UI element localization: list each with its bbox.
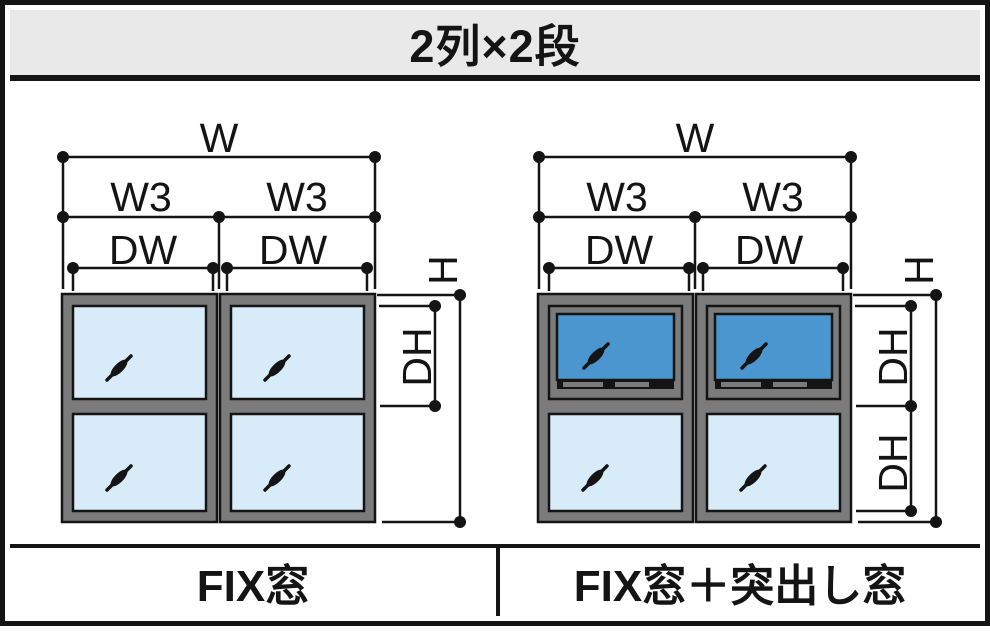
dim-label-dw-left: DW: [109, 227, 178, 273]
dimension-dh-lower: [854, 404, 919, 519]
fix-window-unit-left-2: [220, 294, 375, 522]
dim-label-dh-top: DH: [870, 327, 916, 386]
dim-label-w: W: [200, 115, 239, 161]
dim-label-dh-bottom: DH: [870, 433, 916, 492]
dim-label-w3-left: W3: [110, 174, 172, 220]
dimension-lines-right: [531, 149, 944, 530]
dim-label-h: H: [420, 255, 466, 285]
panel-fix-window: W W3 W3 DW DW H DH: [55, 115, 468, 530]
dim-label-w3-left: W3: [586, 174, 648, 220]
page-title: 2列×2段: [409, 21, 581, 72]
caption-cell-fix: FIX窓: [10, 548, 500, 616]
dim-label-w: W: [676, 115, 715, 161]
caption-fix-window: FIX窓: [196, 562, 310, 611]
dim-label-dw-right: DW: [735, 227, 804, 273]
projected-window-unit-right-1: [538, 294, 693, 522]
dim-label-w3-right: W3: [266, 174, 328, 220]
caption-cell-fix-plus-projected: FIX窓＋突出し窓: [500, 548, 980, 616]
dim-label-w3-right: W3: [742, 174, 804, 220]
dim-label-h: H: [896, 255, 942, 285]
fix-window-unit-left-1: [62, 294, 217, 522]
dim-label-dw-left: DW: [585, 227, 654, 273]
window-diagrams: W W3 W3 DW DW H DH W W3 W3 DW DW H DH DH: [55, 115, 944, 530]
dimension-lines-left: [55, 149, 468, 530]
caption-row: FIX窓 FIX窓＋突出し窓: [10, 544, 980, 616]
dim-label-dw-right: DW: [259, 227, 328, 273]
panel-fix-plus-projected-window: W W3 W3 DW DW H DH DH: [531, 115, 944, 530]
caption-fix-plus-projected-window: FIX窓＋突出し窓: [573, 562, 907, 611]
title-bar: 2列×2段: [10, 10, 980, 81]
projected-window-unit-right-2: [696, 294, 851, 522]
dim-label-dh: DH: [394, 327, 440, 386]
